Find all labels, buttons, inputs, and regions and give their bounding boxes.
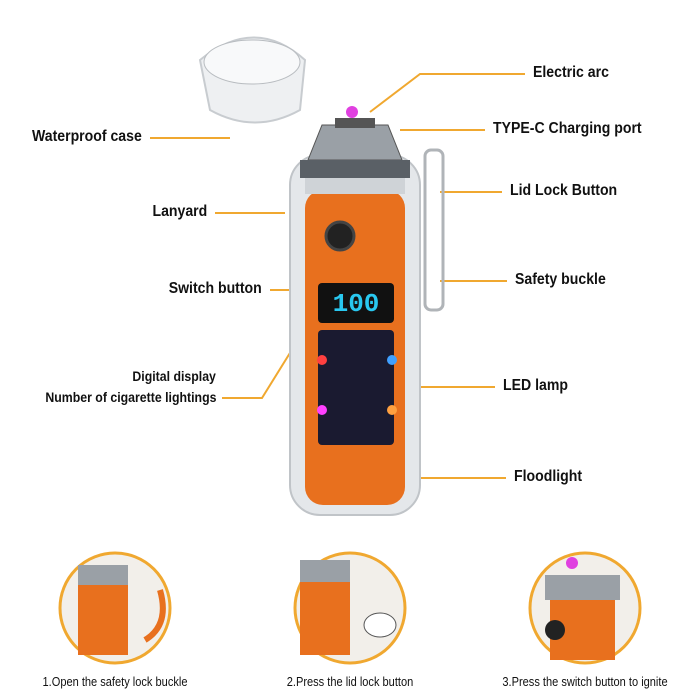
label-floodlight: Floodlight: [514, 468, 583, 485]
label-charging-port: TYPE-C Charging port: [493, 120, 642, 137]
label-waterproof-case: Waterproof case: [32, 128, 142, 145]
step-caption-1: 1.Open the safety lock buckle: [42, 674, 188, 689]
label-digital-display: Digital display: [132, 368, 216, 384]
step-circles: [58, 551, 642, 665]
lighter-body: [289, 106, 445, 516]
waterproof-lid: [198, 36, 307, 124]
label-lanyard: Lanyard: [152, 203, 207, 220]
label-electric-arc: Electric arc: [533, 64, 609, 81]
step-caption-2: 2.Press the lid lock button: [286, 674, 414, 689]
label-safety-buckle: Safety buckle: [515, 271, 606, 288]
step-caption-3: 3.Press the switch button to ignite: [502, 674, 668, 689]
label-led-lamp: LED lamp: [503, 377, 568, 394]
label-switch-button: Switch button: [168, 280, 262, 297]
digital-display-value: 100: [333, 289, 380, 319]
label-lighting-count: Number of cigarette lightings: [44, 389, 216, 405]
label-lid-lock-button: Lid Lock Button: [510, 182, 618, 199]
